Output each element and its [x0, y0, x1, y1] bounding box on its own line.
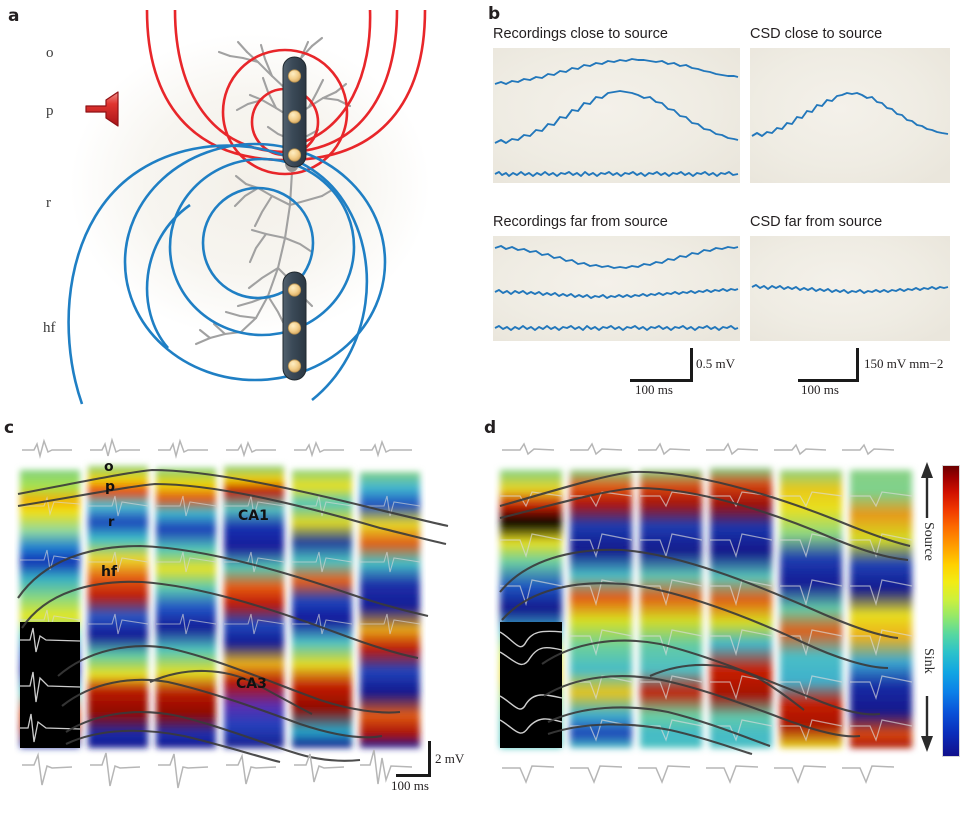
- scalebar-panel-c: 2 mV 100 ms: [391, 741, 486, 805]
- map-label-ca3: CA3: [236, 676, 267, 692]
- trace-svg-recordings-close: [494, 58, 739, 177]
- anatomy-contour-lines-c: [17, 468, 449, 764]
- map-label-oriens: o: [104, 459, 114, 475]
- layer-label-fissure: hf: [43, 320, 56, 336]
- scalebar-voltage-label: 0.5 mV: [696, 356, 735, 371]
- panel-b: b Recordings close to source CSD close t…: [480, 0, 960, 410]
- subplot-title-recordings-far: Recordings far from source: [493, 214, 668, 230]
- layer-label-radiatum: r: [46, 195, 51, 211]
- scalebar-vertical-line: [428, 741, 431, 777]
- overlay-lfp-traces-c: [20, 495, 421, 635]
- layer-label-oriens: o: [46, 45, 54, 61]
- bottom-trace-row-d: [502, 765, 895, 785]
- scalebar-vertical-line: [856, 348, 859, 382]
- colorbar-top-label: Source: [921, 522, 936, 561]
- bottom-trace-row-c: [22, 749, 413, 789]
- anatomy-contour-lines-d: [499, 470, 911, 756]
- panel-a-diagram: [67, 9, 427, 405]
- subplot-title-csd-close: CSD close to source: [750, 26, 883, 42]
- map-label-ca1: CA1: [238, 508, 269, 524]
- source-field-lines: [145, 9, 427, 176]
- scalebar-voltage-label: 2 mV: [435, 751, 465, 766]
- black-inset-block-c: [20, 622, 81, 748]
- black-inset-block-d: [499, 622, 563, 748]
- panel-letter-a: a: [8, 6, 20, 26]
- scalebar-time-label: 100 ms: [801, 382, 839, 397]
- laminar-electrode-upper: [282, 56, 307, 168]
- source-sink-arrows: [921, 462, 933, 752]
- scalebar-time-label: 100 ms: [635, 382, 673, 397]
- subplot-title-csd-far: CSD far from source: [750, 214, 883, 230]
- csd-heat-strips-c: [20, 466, 420, 748]
- trace-plot-recordings-far: [493, 236, 740, 341]
- csd-colorbar: [942, 465, 960, 757]
- layer-label-pyramidale: p: [46, 103, 54, 119]
- colorbar-bottom-label: Sink: [921, 648, 936, 674]
- trace-plot-csd-far: [750, 236, 950, 341]
- panel-letter-b: b: [488, 4, 500, 24]
- panel-letter-c: c: [4, 418, 14, 438]
- panel-c: c: [0, 410, 480, 812]
- scalebar-vertical-line: [690, 348, 693, 382]
- panel-d-csd-map: [499, 442, 933, 785]
- trace-plot-csd-close: [750, 48, 950, 183]
- scalebar-csd: 150 mV mm−2 100 ms: [798, 348, 958, 403]
- sink-field-lines: [67, 142, 387, 405]
- map-label-fissure: hf: [101, 564, 118, 580]
- scalebar-horizontal-line: [396, 774, 431, 777]
- trace-plot-recordings-close: [493, 48, 740, 183]
- trace-svg-csd-close: [751, 92, 949, 137]
- top-trace-row-c: [22, 437, 412, 459]
- trace-svg-recordings-far: [494, 245, 739, 331]
- panel-letter-d: d: [484, 418, 496, 438]
- scalebar-csd-label: 150 mV mm−2: [864, 356, 944, 371]
- scalebar-time-label: 100 ms: [391, 778, 429, 793]
- scalebar-horizontal-line: [630, 379, 693, 382]
- scalebar-horizontal-line: [798, 379, 859, 382]
- panel-d: d: [480, 410, 960, 812]
- map-label-radiatum: r: [108, 515, 115, 530]
- panel-c-csd-map: [17, 437, 449, 789]
- panel-a: a o p r hf: [0, 0, 480, 410]
- pipette-icon: [85, 91, 119, 127]
- top-trace-row-d: [502, 442, 895, 456]
- laminar-electrode-lower: [282, 271, 307, 381]
- subplot-title-recordings-close: Recordings close to source: [493, 26, 668, 42]
- trace-svg-csd-far: [751, 284, 949, 294]
- map-label-pyramidale: p: [105, 479, 116, 495]
- scalebar-recordings: 0.5 mV 100 ms: [630, 348, 760, 403]
